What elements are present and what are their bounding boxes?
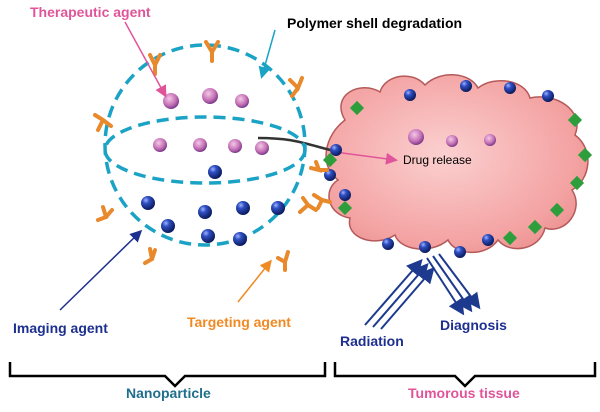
therapeutic-pointer — [124, 21, 167, 98]
drug-release-path — [257, 136, 331, 152]
tumorous-tissue-label: Tumorous tissue — [408, 385, 520, 401]
therapeutic-agent-spheres — [153, 88, 269, 155]
released-drug-molecules — [408, 129, 496, 147]
radiation-arrows — [364, 258, 435, 330]
tumor-bracket — [333, 362, 597, 388]
radiation-label: Radiation — [340, 333, 404, 349]
targeting-agent-label: Targeting agent — [187, 314, 291, 330]
imaging-agent-label: Imaging agent — [13, 320, 108, 336]
tumor-tissue-cloud — [325, 74, 589, 254]
targeting-pointer — [237, 259, 272, 303]
therapeutic-agent-label: Therapeutic agent — [30, 4, 151, 20]
diagnosis-arrows — [426, 253, 481, 316]
targeting-agent-antibodies — [93, 40, 332, 272]
polymer-shell-label: Polymer shell degradation — [287, 15, 462, 31]
diagnosis-label: Diagnosis — [440, 317, 507, 333]
drug-release-arrow — [334, 151, 398, 165]
nanoparticle-label: Nanoparticle — [126, 385, 211, 401]
nanoparticle-equator — [103, 115, 307, 185]
imaging-pointer — [59, 229, 143, 311]
shell-pointer — [258, 29, 276, 79]
nanoparticle-bracket — [8, 362, 327, 388]
tumor-surface-markers — [322, 100, 593, 246]
drug-release-label: Drug release — [403, 153, 472, 167]
imaging-agent-spheres — [141, 165, 285, 246]
